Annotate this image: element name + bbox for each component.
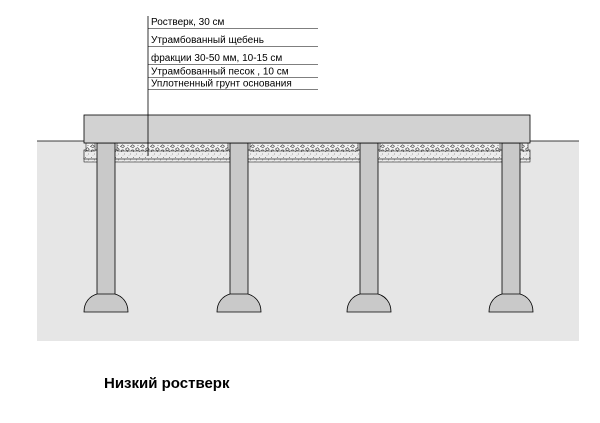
pile-shaft	[96, 142, 116, 297]
piles	[83, 142, 534, 313]
grillage-slab	[83, 114, 531, 144]
pile-shaft	[229, 142, 249, 297]
pile-shaft	[359, 142, 379, 297]
callout-line-grillage: Ростверк, 30 см	[151, 17, 225, 28]
callout-line-sand: Утрамбованный песок , 10 см	[151, 66, 289, 78]
pile-bulb-foot	[216, 293, 262, 313]
callout-line-soil: Уплотненный грунт основания	[151, 79, 292, 90]
gravel-segment	[116, 142, 229, 152]
callout-line-gravel-fraction: фракции 30-50 мм, 10-15 см	[151, 52, 282, 64]
callout-block: Ростверк, 30 см Утрамбованный щебень фра…	[148, 17, 318, 90]
diagram-caption: Низкий ростверк	[104, 375, 230, 392]
pile-bulb-foot	[83, 293, 129, 313]
gravel-segment	[85, 142, 96, 152]
pile-shaft	[501, 142, 521, 297]
pile-bulb-foot	[488, 293, 534, 313]
sand-layer	[83, 149, 531, 160]
gravel-segment	[249, 142, 359, 152]
gravel-segment	[521, 142, 529, 152]
pile-bulb-foot	[346, 293, 392, 313]
gravel-layer	[85, 142, 529, 152]
callout-line-gravel: Утрамбованный щебень	[151, 34, 264, 46]
gravel-segment	[379, 142, 501, 152]
